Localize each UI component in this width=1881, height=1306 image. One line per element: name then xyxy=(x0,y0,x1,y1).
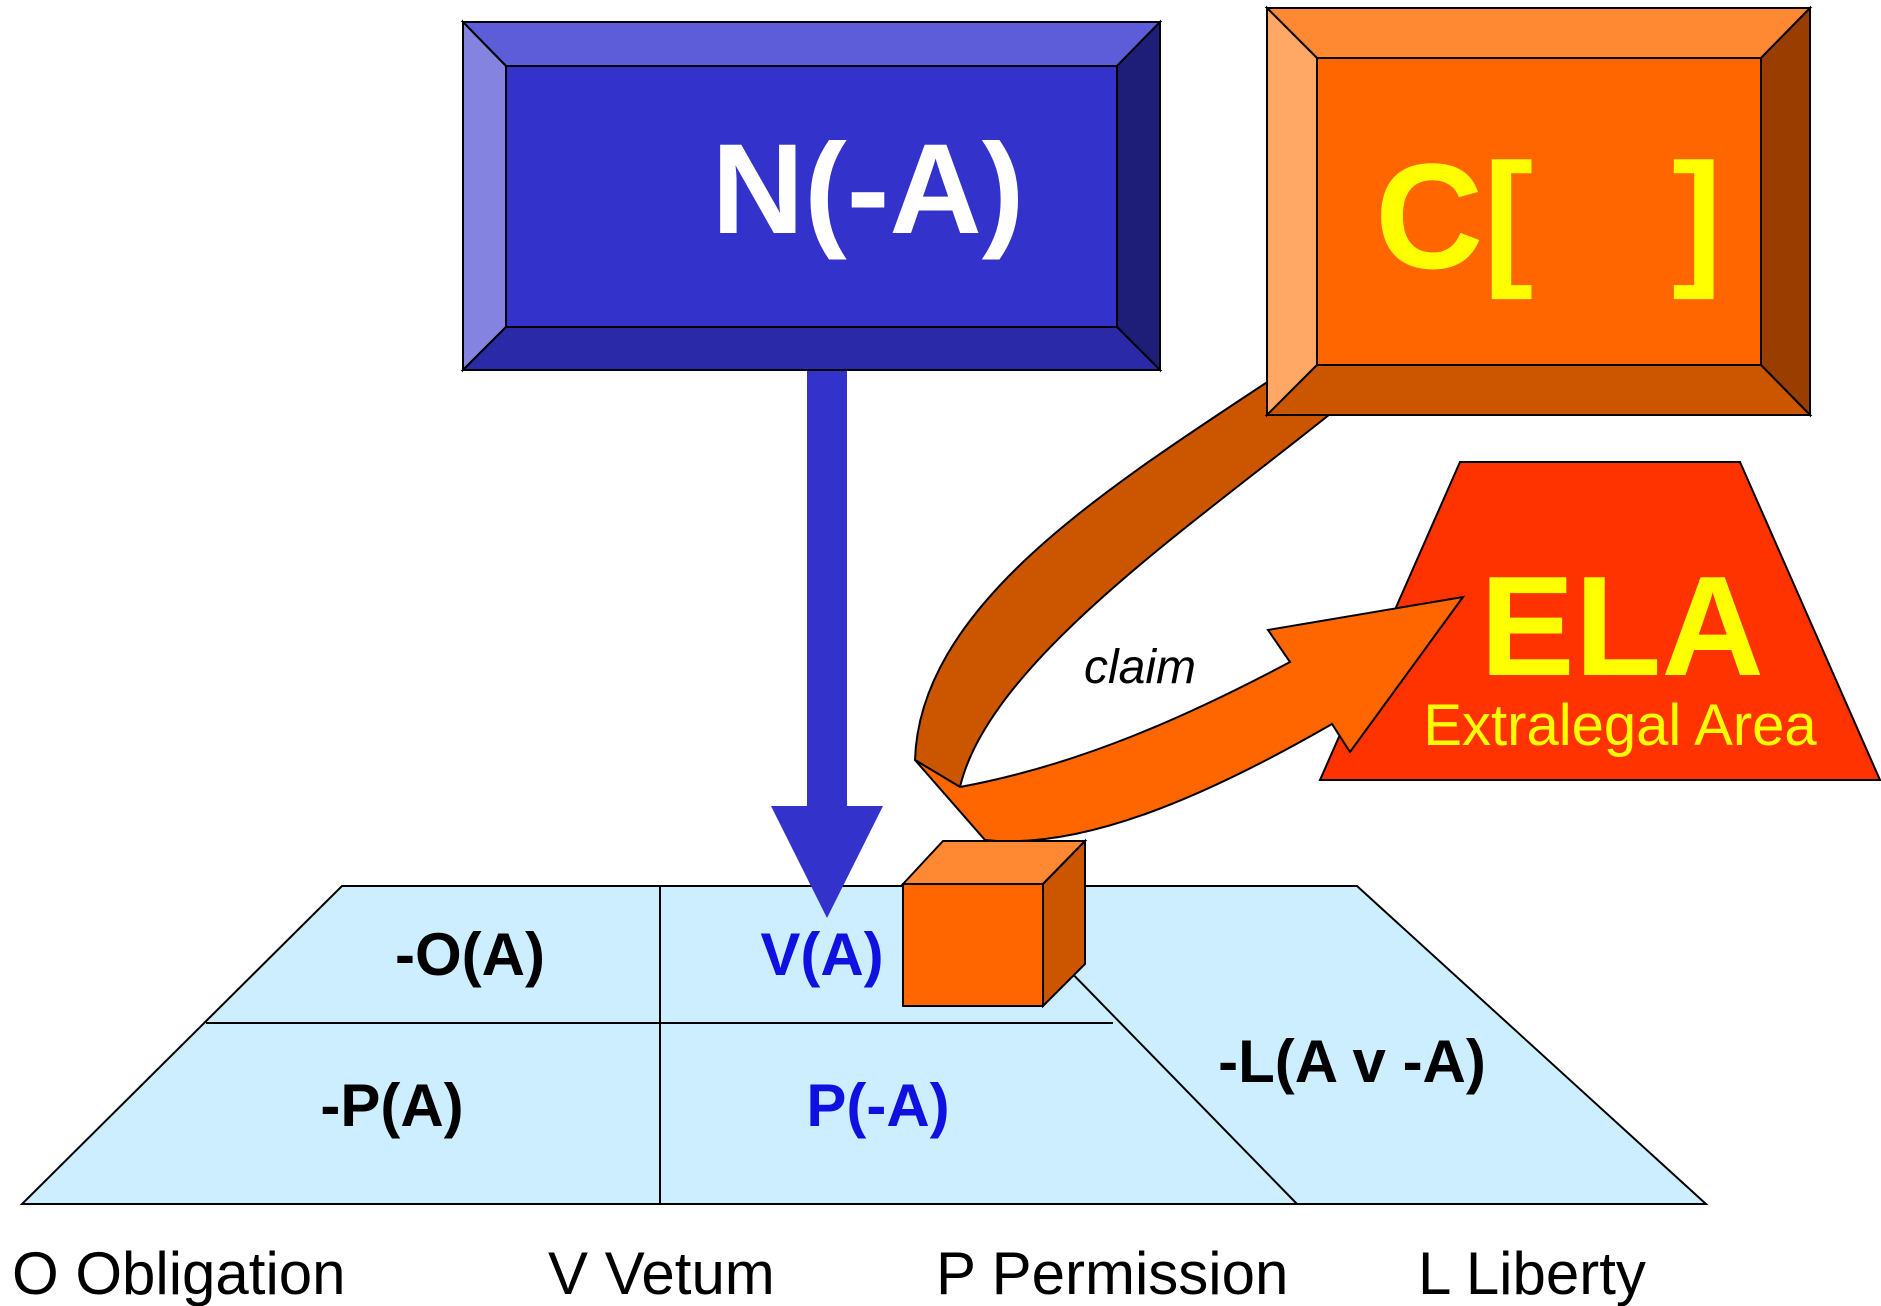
ela-title: ELA xyxy=(1480,547,1764,706)
orange-cube-icon xyxy=(900,838,1088,1009)
cell-not-liberty: -L(A v -A) xyxy=(1218,1028,1486,1095)
cell-not-obligation: -O(A) xyxy=(395,921,545,988)
cell-vetum: V(A) xyxy=(760,921,883,988)
ela-subtitle: Extralegal Area xyxy=(1423,693,1817,758)
cell-permission-not-a: P(-A) xyxy=(806,1072,949,1139)
grid-liberty-divider xyxy=(1059,960,1298,1205)
legend-vetum: V Vetum xyxy=(548,1240,775,1306)
claim-arrow-body xyxy=(914,595,1466,843)
legend-permission: P Permission xyxy=(936,1240,1288,1306)
claim-box-label-left: C[ xyxy=(1375,132,1533,300)
legend: O Obligation V Vetum P Permission L Libe… xyxy=(12,1240,1646,1306)
deontic-grid: -O(A) V(A) -P(A) P(-A) -L(A v -A) xyxy=(19,885,1709,1205)
legend-obligation: O Obligation xyxy=(12,1240,346,1306)
norm-arrow xyxy=(771,370,883,918)
norm-box-label: N(-A) xyxy=(712,118,1025,261)
legend-liberty: L Liberty xyxy=(1418,1240,1646,1306)
claim-box-label-right: ] xyxy=(1672,132,1722,300)
norm-box: N(-A) xyxy=(460,19,1163,373)
cell-not-permission: -P(A) xyxy=(320,1072,463,1139)
claim-arrow-label: claim xyxy=(1084,641,1196,694)
claim-box: C[ ] xyxy=(1264,5,1813,418)
